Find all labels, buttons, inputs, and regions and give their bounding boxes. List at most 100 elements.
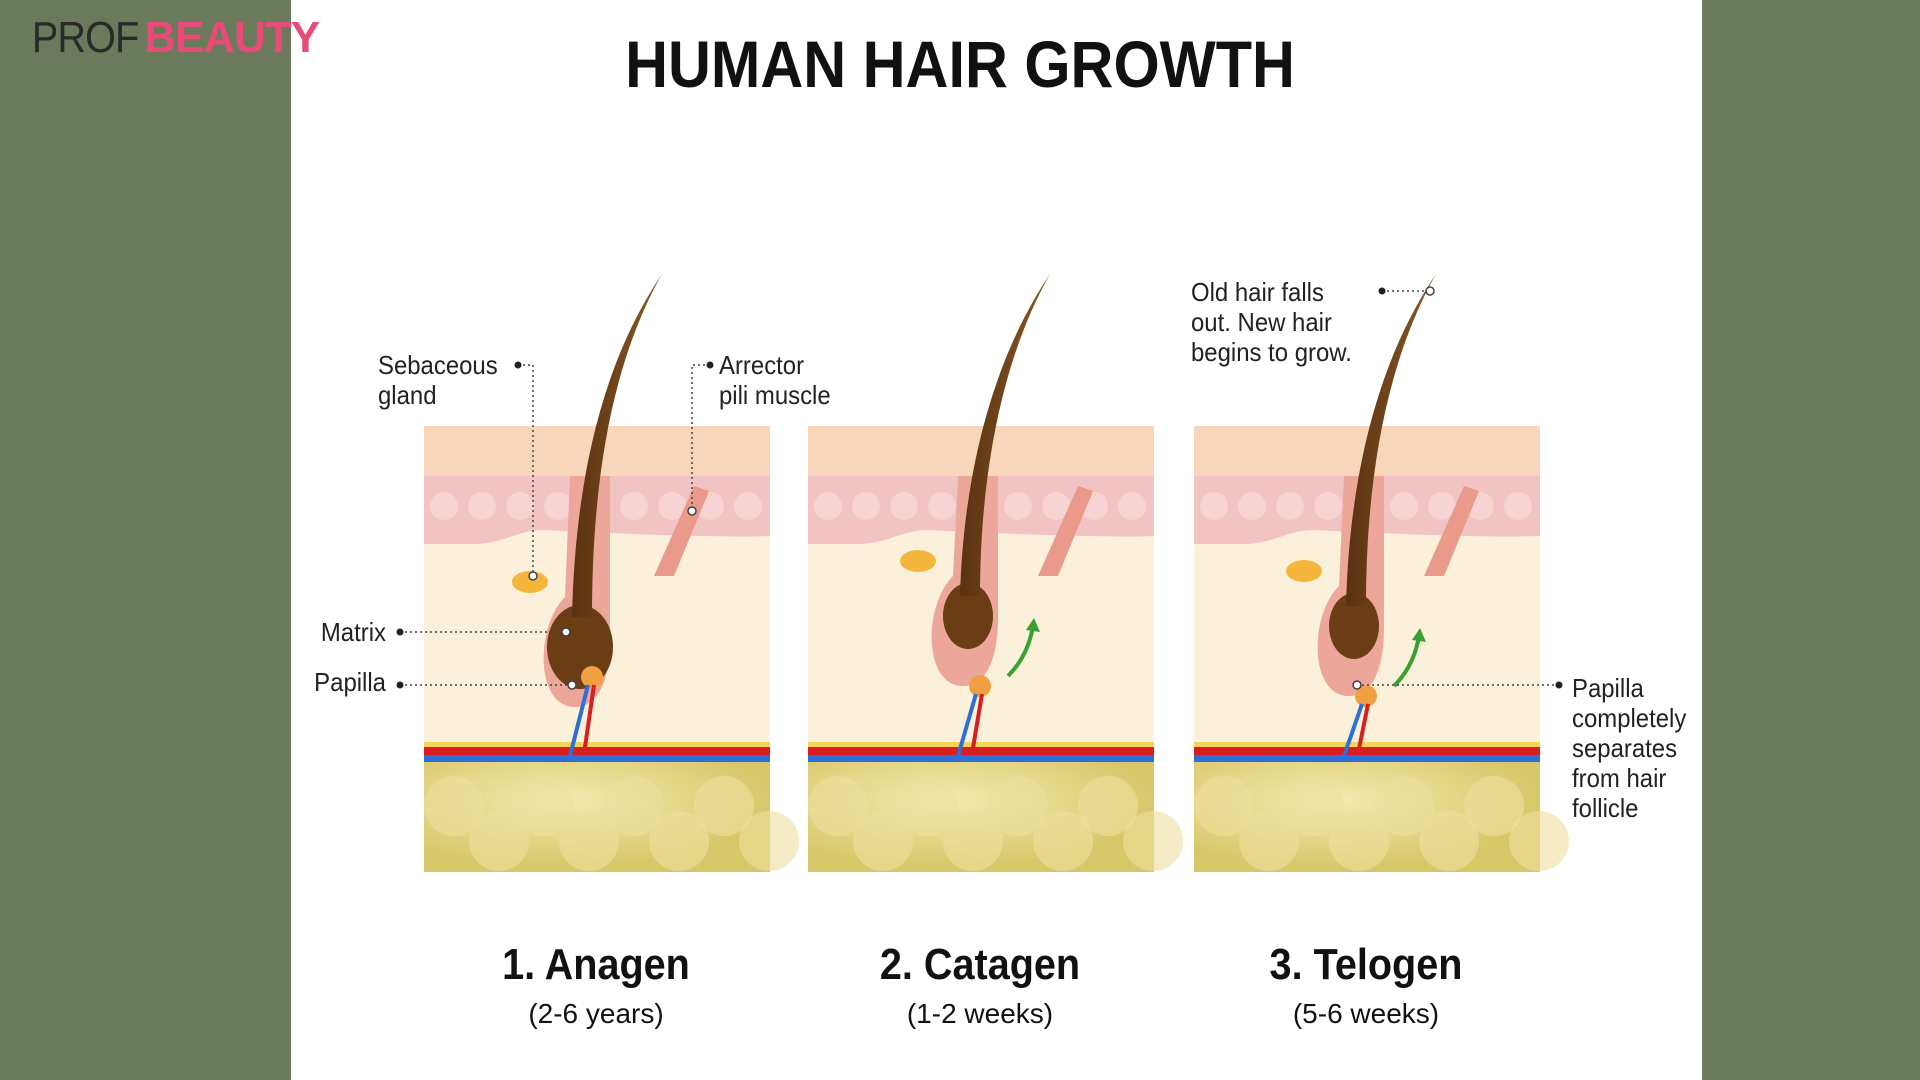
fat-cell [1284,776,1344,836]
fat-cell [604,776,664,836]
cell [506,492,534,520]
cell [1276,492,1304,520]
fat-cell [1374,776,1434,836]
label-papilla-separates: Papilla completely separates from hair f… [1572,673,1687,823]
skin-panel [808,274,1183,872]
phase-name: 3. Telogen [1269,940,1463,989]
cell [1428,492,1456,520]
leader-dot [396,681,404,689]
fat-cell [1078,776,1138,836]
label-matrix: Matrix [320,617,386,647]
phase-name: 1. Anagen [502,940,690,989]
fat-cell [694,776,754,836]
phase-duration: (5-6 weeks) [1292,998,1440,1029]
cell [658,492,686,520]
cell [430,492,458,520]
skin-panel [1194,274,1569,872]
label-arrector-pili-muscle: Arrector pili muscle [719,350,831,410]
label-old-hair-falls-out: Old hair falls out. New hair begins to g… [1191,277,1352,367]
cell [890,492,918,520]
fat-cell [739,811,799,871]
cell [468,492,496,520]
artery-line [808,747,1154,755]
fat-cell [853,811,913,871]
fat-cell [988,776,1048,836]
artery-branch [970,693,984,755]
hair-shaft [960,274,1050,596]
cell [1314,492,1342,520]
phase-duration: (1-2 weeks) [906,998,1054,1029]
artery-line [1194,747,1540,755]
logo-beauty: BEAUTY [144,13,320,62]
leader-dot [514,361,522,369]
artery-branch [1356,703,1370,755]
fat-cell [559,811,619,871]
cell [1238,492,1266,520]
fat-cell [943,811,1003,871]
vein-branch [568,684,590,757]
cell [544,492,572,520]
leader-line [518,364,534,576]
fat-cell [1123,811,1183,871]
cell [814,492,842,520]
cell [620,492,648,520]
arrow-head-icon [1026,618,1040,632]
arrector-pili-muscle [1038,486,1093,576]
cell [1004,492,1032,520]
fat-cell [1239,811,1299,871]
fat-cell [808,776,868,836]
cell [852,492,880,520]
sebaceous-gland [1286,560,1322,582]
vein-branch [1342,703,1364,757]
fat-cell [898,776,958,836]
leader-line [691,364,710,511]
fat-cell [1329,811,1389,871]
papilla [1355,685,1377,707]
leader-endpoint [528,571,538,581]
label-papilla: Papilla [314,667,386,697]
label-sebaceous-gland: Sebaceous gland [378,350,498,410]
phase-catagen: 2. Catagen (1-2 weeks) [780,940,1180,1030]
logo-prof: PROF [31,13,139,62]
leader-endpoint [561,627,571,637]
papilla [581,666,603,688]
fat-cell [424,776,484,836]
fat-cell [1194,776,1254,836]
arrector-pili-muscle [1424,486,1479,576]
sebaceous-gland [900,550,936,572]
upward-arrow-icon [1006,625,1035,678]
hair-shaft [572,274,662,617]
fat-cell [1419,811,1479,871]
leader-endpoint [1352,680,1362,690]
cell [1042,492,1070,520]
cell [1118,492,1146,520]
vein-branch [956,693,978,757]
sebaceous-gland [512,571,548,593]
leader-dot [1555,681,1563,689]
fat-cell [649,811,709,871]
fat-cell [469,811,529,871]
hair-bulb [1329,593,1379,659]
hair-bulb [547,605,613,689]
phase-name: 2. Catagen [879,940,1081,989]
cell [928,492,956,520]
page-title: HUMAN HAIR GROWTH [625,27,1295,101]
cell [1504,492,1532,520]
arrow-head-icon [1412,628,1426,642]
fat-cell [1033,811,1093,871]
nerve-line [808,742,1154,747]
leader-endpoint [1425,286,1435,296]
vein-line [1194,755,1540,762]
leader-dot [1378,287,1386,295]
hair-shaft [1346,274,1436,606]
phase-telogen: 3. Telogen (5-6 weeks) [1166,940,1566,1030]
fat-cell [1509,811,1569,871]
vein-line [808,755,1154,762]
hair-bulb [943,583,993,649]
phase-duration: (2-6 years) [528,998,664,1029]
leader-endpoint [687,506,697,516]
phase-anagen: 1. Anagen (2-6 years) [396,940,796,1030]
upward-arrow-icon [1392,635,1421,688]
nerve-line [424,742,770,747]
